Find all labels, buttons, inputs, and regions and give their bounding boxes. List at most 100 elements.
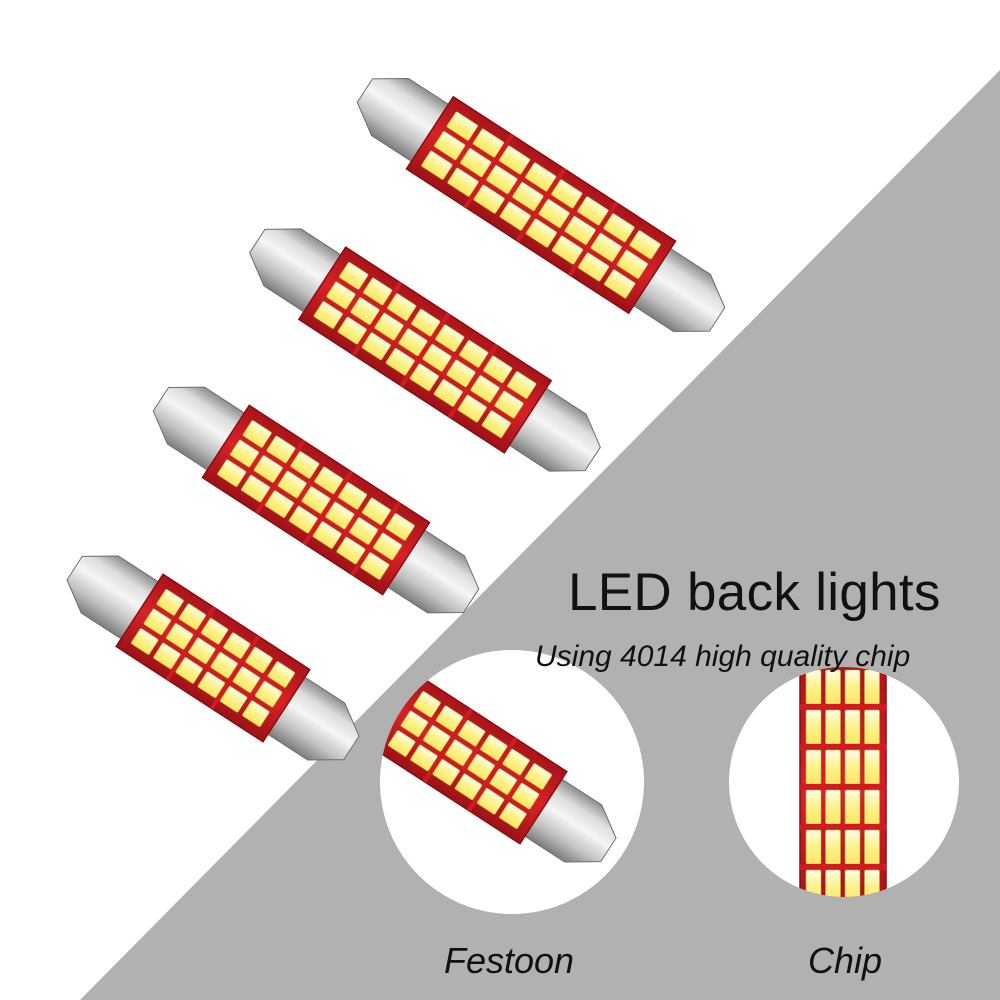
bulb-39mm bbox=[249, 228, 601, 472]
led-chip bbox=[433, 131, 466, 161]
led-chip bbox=[387, 730, 416, 757]
chip-led bbox=[805, 709, 822, 745]
led-chip bbox=[524, 162, 557, 192]
chip-divider bbox=[800, 824, 886, 830]
led-chip bbox=[457, 394, 487, 423]
led-chip bbox=[188, 637, 216, 665]
led-chip bbox=[498, 145, 531, 175]
led-chip bbox=[232, 666, 261, 693]
led-chip bbox=[197, 671, 226, 699]
led-chip bbox=[360, 552, 390, 580]
pcb-divider bbox=[463, 133, 514, 209]
chip-closeup bbox=[799, 667, 887, 897]
led-chip bbox=[507, 371, 537, 399]
led-chip bbox=[210, 651, 238, 679]
pcb-divider bbox=[515, 167, 567, 243]
led-chip bbox=[603, 213, 635, 243]
led-chip bbox=[460, 148, 492, 178]
chip-led bbox=[844, 709, 861, 745]
led-chip bbox=[486, 165, 518, 195]
led-chip bbox=[590, 232, 622, 262]
led-chip bbox=[223, 632, 251, 659]
led-chip bbox=[253, 455, 283, 483]
led-chip bbox=[312, 521, 342, 549]
led-chip bbox=[489, 768, 518, 795]
led-chip bbox=[219, 685, 248, 713]
led-chip bbox=[481, 410, 511, 438]
chip-led bbox=[825, 749, 841, 785]
led-chip bbox=[538, 198, 570, 229]
pcb-divider bbox=[422, 708, 473, 783]
chip-led bbox=[864, 829, 880, 865]
led-chip bbox=[577, 196, 609, 226]
chip-led bbox=[844, 789, 861, 825]
festoon-inset bbox=[380, 650, 644, 914]
led-chip bbox=[410, 744, 438, 772]
pcb-divider bbox=[255, 439, 306, 514]
led-chip bbox=[432, 759, 460, 786]
led-chip bbox=[480, 734, 508, 761]
led-chip bbox=[411, 308, 441, 337]
led-chip bbox=[178, 603, 207, 631]
chip-divider bbox=[800, 744, 886, 750]
led-chip bbox=[301, 486, 331, 514]
led-chip bbox=[264, 490, 294, 518]
led-chip bbox=[165, 623, 194, 650]
festoon-label: Festoon bbox=[443, 940, 575, 981]
led-chip bbox=[629, 230, 661, 260]
led-chip bbox=[314, 466, 344, 495]
led-chip bbox=[361, 497, 391, 526]
led-chip bbox=[446, 359, 476, 388]
led-chip bbox=[313, 301, 343, 329]
pcb-divider bbox=[350, 501, 401, 576]
led-chip bbox=[409, 363, 439, 392]
pcb-divider bbox=[302, 470, 354, 545]
led-chip bbox=[494, 390, 524, 419]
pcb-divider bbox=[210, 635, 261, 710]
led-chip bbox=[476, 787, 505, 815]
led-chip bbox=[472, 128, 505, 158]
led-chip bbox=[457, 719, 486, 747]
led-chip bbox=[421, 150, 453, 180]
led-chip bbox=[217, 459, 247, 487]
headline: LED back lights bbox=[568, 563, 941, 622]
bulb-36mm bbox=[152, 386, 480, 614]
led-chip bbox=[467, 753, 495, 781]
led-chip bbox=[288, 505, 318, 534]
led-chip bbox=[511, 782, 540, 810]
festoon-bulbs-group bbox=[66, 77, 726, 761]
chip-label: Chip bbox=[807, 940, 883, 981]
chip-divider bbox=[800, 704, 886, 710]
led-chip bbox=[435, 324, 465, 353]
led-chip bbox=[564, 215, 596, 245]
led-chip bbox=[435, 705, 464, 733]
led-chip bbox=[385, 513, 415, 541]
led-chip bbox=[326, 281, 356, 310]
led-chip bbox=[156, 589, 184, 616]
led-chip bbox=[245, 646, 273, 674]
pcb-divider bbox=[165, 606, 216, 681]
led-chip bbox=[603, 269, 636, 299]
led-chip bbox=[350, 297, 380, 325]
pcb-divider bbox=[399, 312, 451, 388]
led-chip bbox=[242, 420, 272, 448]
pcb-divider bbox=[568, 201, 619, 277]
led-chip bbox=[446, 111, 479, 141]
led-chip bbox=[266, 435, 296, 464]
pcb-divider bbox=[447, 344, 499, 419]
chip-led bbox=[805, 749, 822, 785]
led-chip bbox=[422, 725, 451, 752]
chip-led bbox=[844, 749, 861, 785]
led-chip bbox=[229, 439, 260, 468]
led-chip bbox=[387, 293, 417, 321]
led-chip bbox=[175, 657, 203, 684]
led-chip bbox=[433, 379, 463, 407]
chip-divider bbox=[800, 864, 886, 870]
led-chip bbox=[374, 312, 404, 341]
led-chip bbox=[470, 375, 500, 403]
led-chip bbox=[454, 773, 483, 801]
led-chip bbox=[290, 451, 320, 479]
led-chip bbox=[551, 179, 583, 209]
led-chip bbox=[361, 332, 391, 361]
